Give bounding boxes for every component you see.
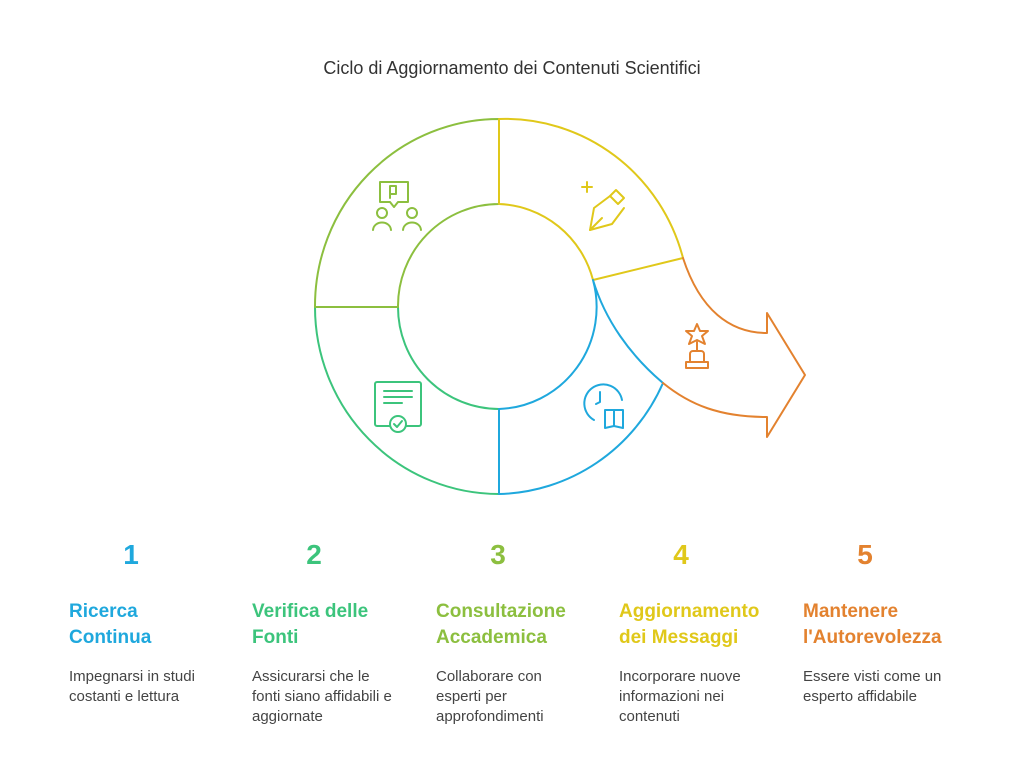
certificate-check-icon [374,381,422,433]
step-title: Consultazione Accademica [436,601,566,648]
step-description: Essere visti come un esperto affidabile [803,668,942,705]
step-title: Verifica delle Fonti [252,601,369,648]
step-number: 1 [123,539,139,570]
step-description: Impegnarsi in studi costanti e lettura [69,668,195,705]
step-title: Aggiornamento dei Messaggi [619,601,760,648]
step-5: 5 Mantenere l'Autorevolezza Essere visti… [803,535,953,707]
step-1: 1 Ricerca Continua Impegnarsi in studi c… [69,535,219,707]
step-description: Incorporare nuove informazioni nei conte… [619,668,741,725]
step-2: 2 Verifica delle Fonti Assicurarsi che l… [252,535,402,727]
segment-aggiornamento [498,117,684,281]
diagram-title: Ciclo di Aggiornamento dei Contenuti Sci… [323,58,701,78]
step-number: 5 [857,539,873,570]
step-number: 4 [673,539,689,570]
step-number: 2 [306,539,322,570]
step-4: 4 Aggiornamento dei Messaggi Incorporare… [619,535,769,727]
step-number: 3 [490,539,506,570]
segment-consultazione [313,118,500,308]
step-description: Assicurarsi che le fonti siano affidabil… [252,668,392,725]
clock-book-icon [583,383,624,429]
step-title: Mantenere l'Autorevolezza [803,601,942,648]
people-discussion-icon [372,181,422,231]
segment-autorevolezza-arrow [662,257,806,438]
trophy-star-icon [685,323,709,369]
step-description: Collaborare con esperti per approfondime… [436,668,544,725]
segment-ricerca [498,279,664,495]
segment-verifica [314,306,500,495]
step-3: 3 Consultazione Accademica Collaborare c… [436,535,586,727]
step-title: Ricerca Continua [69,601,152,648]
pen-nib-icon [581,181,625,231]
